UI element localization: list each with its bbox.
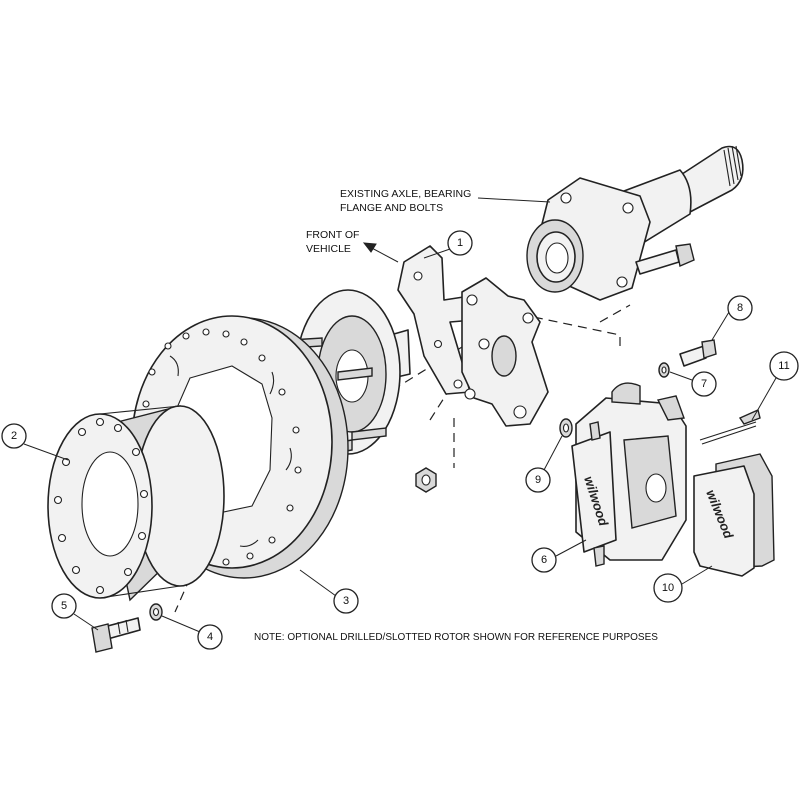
caliper-bolt-part-8: [679, 339, 717, 367]
svg-text:EXISTING AXLE, BEARING: EXISTING AXLE, BEARING: [340, 188, 471, 200]
callout-9: 9: [525, 435, 563, 493]
callout-2: 2: [1, 423, 69, 461]
callout-4: 4: [161, 615, 223, 650]
svg-text:VEHICLE: VEHICLE: [306, 243, 351, 255]
svg-text:6: 6: [541, 554, 547, 566]
svg-text:11: 11: [778, 360, 789, 372]
mounting-bracket-part-1: [397, 245, 475, 395]
svg-text:FLANGE AND BOLTS: FLANGE AND BOLTS: [340, 202, 443, 214]
callout-1: 1: [423, 230, 473, 259]
svg-text:5: 5: [61, 600, 67, 612]
svg-text:4: 4: [207, 631, 213, 643]
retaining-pin-part-11: [699, 409, 761, 445]
svg-text:1: 1: [457, 237, 463, 249]
svg-text:7: 7: [701, 378, 707, 390]
reference-note: NOTE: OPTIONAL DRILLED/SLOTTED ROTOR SHO…: [254, 632, 658, 643]
svg-text:8: 8: [737, 302, 743, 314]
callout-3: 3: [299, 569, 359, 614]
caliper-part-6: wilwood: [571, 382, 687, 567]
callout-11: 11: [751, 351, 799, 421]
washer-part-4: [149, 603, 163, 621]
axle-hub-with-studs: [289, 289, 411, 455]
bracket-nut: [415, 467, 437, 493]
shim-part-9: [559, 418, 573, 438]
callout-10: 10: [653, 565, 713, 603]
svg-text:2: 2: [11, 430, 17, 442]
svg-text:FRONT OF: FRONT OF: [306, 229, 359, 241]
rotor-hat-part-2: [47, 405, 225, 602]
existing-axle-assembly: [526, 145, 744, 301]
callout-8: 8: [711, 295, 753, 341]
front-of-vehicle-label: FRONT OF VEHICLE: [306, 229, 399, 263]
caliper-mount-plate: [461, 277, 549, 427]
svg-text:3: 3: [343, 595, 349, 607]
callout-7: 7: [669, 371, 717, 397]
hat-bolt-holes: [53, 417, 149, 595]
callout-5: 5: [51, 593, 99, 631]
axle-flange-bolt: [635, 243, 695, 275]
washer-part-7: [658, 362, 670, 378]
svg-text:9: 9: [535, 474, 541, 486]
axle-splines: [723, 145, 742, 187]
svg-text:10: 10: [662, 582, 674, 594]
existing-axle-label: EXISTING AXLE, BEARING FLANGE AND BOLTS: [340, 188, 551, 214]
brake-pads-part-10: wilwood: [693, 453, 775, 577]
hat-bolt-part-5: [91, 617, 141, 653]
callout-6: 6: [531, 539, 587, 573]
